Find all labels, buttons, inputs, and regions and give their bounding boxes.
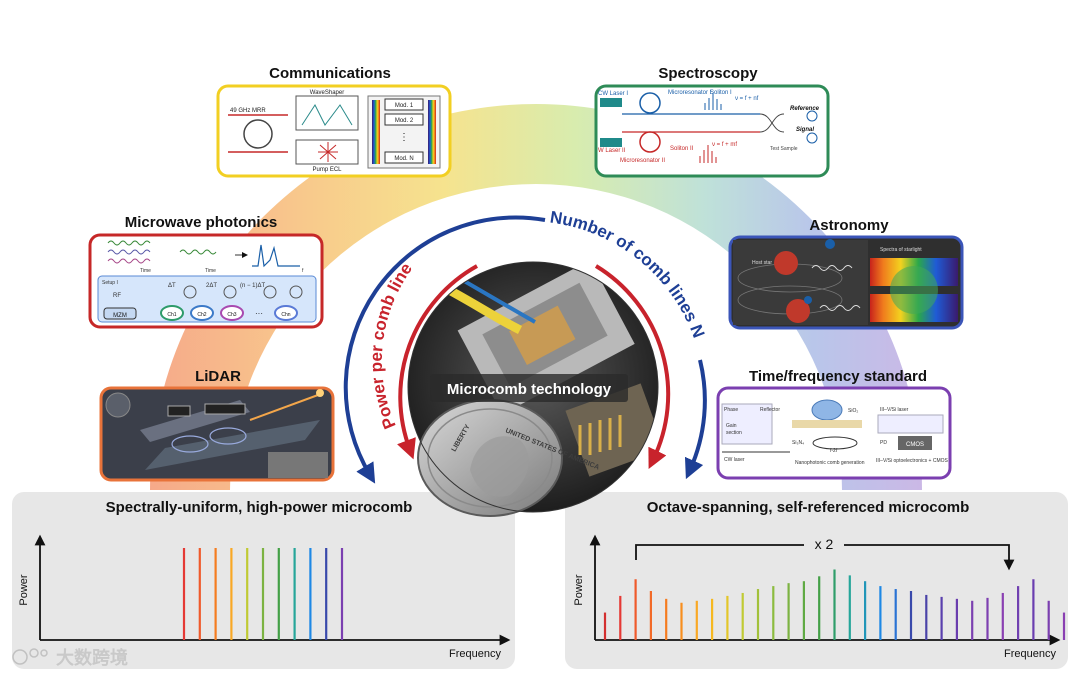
mw-fm: f [302,268,304,274]
mw-time2: Time [205,268,216,274]
time-gain: Gain [726,423,737,429]
mw-chn: Chn [281,312,290,318]
right-panel-bg [565,492,1068,669]
lidar-title: LiDAR [195,368,241,385]
time-fs: f-2f [830,448,838,454]
center-label: Microcomb technology [447,381,612,398]
spec-mr1: Microresonator I [668,90,712,96]
center-photo-ring [407,261,659,513]
rainbow-arc [150,104,922,490]
comm-modn: Mod. N [394,156,413,162]
time-cap2: III–V/Si optoelectronics + CMOS [876,458,949,464]
spec-f2: ν = f + mf [712,142,737,148]
watermark: 大数跨境 [12,647,128,668]
time-sec: section [726,430,742,436]
right-comb-lines [603,569,1066,640]
spec-cw2: W Laser II [598,148,626,154]
spectroscopy-title: Spectroscopy [658,65,758,82]
left-y-label: Power [18,574,30,606]
left-x-label: Frequency [449,648,501,660]
mw-time1: Time [140,268,151,274]
time-title: Time/frequency standard [749,368,927,385]
astro-spec: Spectra of starlight [880,247,922,253]
comm-waveshaper-label: WaveShaper [310,90,344,96]
mw-dots: ··· [255,309,263,318]
mw-ch2: Ch2 [197,312,206,318]
time-si3n4: Si₃N₄ [792,440,804,446]
mw-dt2: 2ΔT [206,283,217,289]
time-cw: CW laser [724,457,745,463]
spec-f1: ν = f + nf [735,96,759,102]
right-x-label: Frequency [1004,648,1056,660]
spec-mr2: Microresonator II [620,158,665,164]
comm-mod2: Mod. 2 [395,118,414,124]
spectroscopy-panel: CW Laser I W Laser II Microresonator I M… [594,84,830,178]
spec-test: Test Sample [770,146,798,152]
time-refl: Reflector [760,407,780,413]
spec-cw1: CW Laser I [598,91,628,97]
spec-sol2: Soliton II [670,146,694,152]
mw-ch1: Ch1 [167,312,176,318]
microwave-panel: Time Time f Setup I RF MZM ΔT 2ΔT (n − 1… [88,233,324,329]
coin-rim [427,408,553,508]
right-panel-title: Octave-spanning, self-referenced microco… [647,499,970,516]
power-arc-red [397,264,478,460]
center-label-bg [430,374,628,402]
communications-title: Communications [269,65,391,82]
spec-sig: Signal [796,127,814,133]
time-pd: PD [880,440,887,446]
mw-mzm: MZM [113,313,127,319]
number-arc-blue-right [684,359,707,480]
power-arc-red-right [594,264,671,469]
coin-profile [470,436,529,497]
spec-ref: Reference [790,106,820,112]
astronomy-title: Astronomy [809,217,889,234]
time-cmos: CMOS [906,442,924,448]
octave-bracket-label: x 2 [815,536,834,552]
mw-rf: RF [113,293,121,299]
time-sio2: SiO₂ [848,408,858,414]
time-phase: Phase [724,407,738,413]
watermark-text: 大数跨境 [56,647,128,668]
mw-ch3: Ch3 [227,312,236,318]
mw-dtn: (n − 1)ΔT [240,283,266,289]
comm-mod1: Mod. 1 [395,103,414,109]
bracket-label-bg [804,535,844,553]
comm-dots: ⋮ [399,132,409,143]
left-comb-lines [182,548,344,640]
time-cap1: Nanophotonic comb generation [795,460,865,466]
mw-dt: ΔT [168,283,176,289]
number-arc-blue [343,215,546,484]
time-panel: Phase Gain section Reflector CW laser Si… [716,386,952,480]
comm-pump-label: Pump ECL [312,167,342,173]
comm-mrr-label: 49 GHz MRR [230,108,266,114]
communications-panel: 49 GHz MRR WaveShaper Pump ECL Mod. 1 Mo… [216,84,452,178]
right-y-label: Power [573,574,585,606]
astro-host: Host star [752,260,772,266]
astronomy-panel: Host star Spectra of starlight [728,235,964,330]
time-laser: III–V/Si laser [880,407,909,413]
mw-setup: Setup I [102,280,118,286]
left-panel-title: Spectrally-uniform, high-power microcomb [106,499,413,516]
lidar-panel [99,386,335,482]
microwave-title: Microwave photonics [125,214,278,231]
spec-sol1: Soliton I [710,90,732,96]
